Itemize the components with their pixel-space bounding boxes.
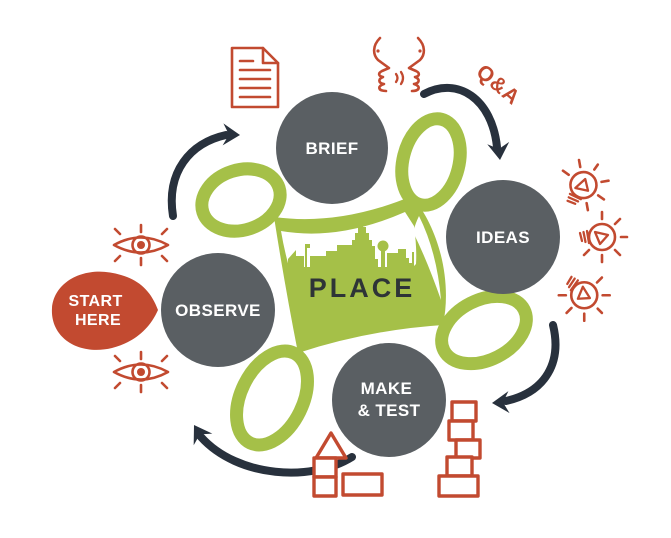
lightbulb-icon — [557, 275, 611, 322]
eye-icon — [112, 223, 170, 267]
node-brief-label: BRIEF — [306, 139, 359, 158]
center-ribbon: PLACE — [195, 112, 533, 452]
building-blocks-icon — [312, 431, 384, 498]
eye-icon — [112, 350, 170, 394]
node-make-test: MAKE & TEST — [332, 343, 446, 457]
eye-icons — [112, 223, 170, 394]
node-make-test-label: MAKE & TEST — [358, 379, 421, 420]
lightbulb-icon — [561, 158, 610, 212]
node-ideas: IDEAS — [446, 180, 560, 294]
node-brief-circle — [276, 92, 388, 204]
lightbulb-icons — [557, 158, 629, 322]
city-skyline-icon — [288, 220, 414, 267]
node-brief: BRIEF — [276, 92, 388, 204]
conversation-faces-icon — [372, 36, 426, 93]
ribbon-loop-northwest — [195, 162, 287, 238]
node-ideas-label: IDEAS — [476, 228, 530, 247]
speech-waves — [394, 70, 405, 86]
node-observe: OBSERVE — [161, 253, 275, 367]
face-right — [407, 36, 426, 93]
start-pin-shape — [51, 271, 158, 350]
start-here-label: START HERE — [69, 293, 128, 329]
node-observe-circle — [161, 253, 275, 367]
document-icon — [230, 46, 280, 109]
node-make-test-circle — [332, 343, 446, 457]
blocks-tower-icon — [437, 400, 482, 498]
ribbon-loop-southeast — [435, 289, 533, 371]
arrow-observe-to-brief — [167, 123, 240, 220]
ribbon-loop-northeast — [395, 112, 467, 212]
face-left — [372, 36, 391, 93]
ribbon-right-gap — [413, 216, 441, 300]
ribbon-loop-southwest — [230, 344, 314, 452]
arrow-ideas-to-make-test — [492, 321, 560, 414]
node-observe-label: OBSERVE — [175, 301, 261, 320]
start-here-badge: START HERE — [51, 271, 158, 350]
arrow-brief-to-ideas — [420, 83, 510, 160]
center-label: PLACE — [309, 273, 416, 303]
node-ideas-circle — [446, 180, 560, 294]
lightbulb-icon — [578, 210, 629, 264]
